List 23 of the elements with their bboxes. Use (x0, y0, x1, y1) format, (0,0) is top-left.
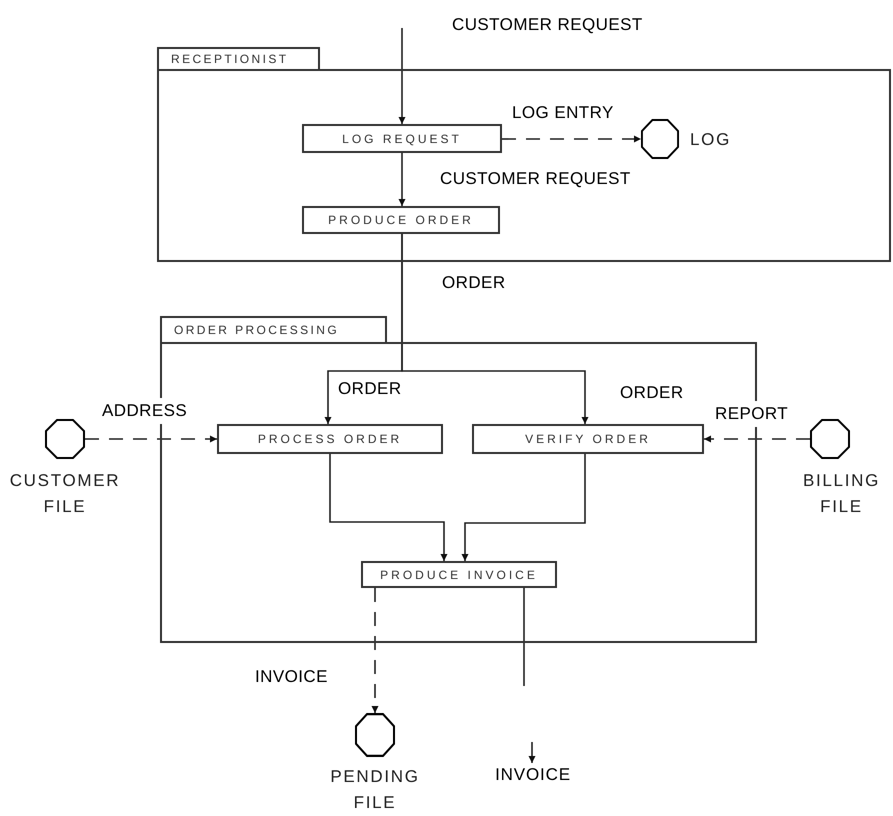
lane-tab: RECEPTIONIST (157, 47, 320, 71)
lane-tab: ORDER PROCESSING (160, 316, 387, 344)
file-caption: PENDING FILE (329, 766, 421, 814)
arrow (398, 28, 406, 124)
file-caption: LOG (690, 129, 732, 151)
arrow (329, 454, 448, 561)
dashed-arrow (372, 588, 378, 713)
file-caption: BILLING FILE (802, 470, 882, 518)
dashed-arrow (704, 436, 810, 442)
arrow (462, 454, 586, 561)
process-box: PROCESS ORDER (217, 424, 443, 454)
process-box: LOG REQUEST (302, 124, 502, 153)
process-box: VERIFY ORDER (472, 424, 704, 454)
edge-label: REPORT (713, 401, 790, 426)
dashed-arrow (502, 136, 641, 142)
arrow (528, 742, 536, 763)
flow-label: INVOICE (496, 763, 570, 787)
dashed-arrow (85, 436, 217, 442)
process-box: PRODUCE ORDER (302, 206, 500, 234)
process-box: PRODUCE INVOICE (361, 561, 557, 588)
arrow (401, 234, 588, 424)
file-caption: CUSTOMER FILE (8, 470, 122, 518)
arrow (398, 153, 406, 206)
